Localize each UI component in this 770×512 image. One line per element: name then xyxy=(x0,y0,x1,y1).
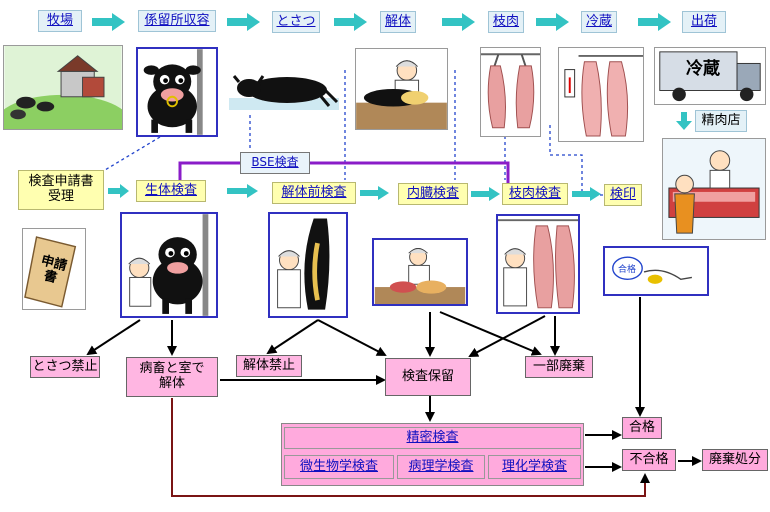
carcass-picture xyxy=(480,47,541,137)
truck-picture: 冷蔵 xyxy=(654,47,766,105)
top-step-refrigerate[interactable]: 冷蔵 xyxy=(581,11,617,33)
arrow-right-icon xyxy=(108,184,129,198)
dismantle-ban-box: 解体禁止 xyxy=(236,355,302,377)
carcass-inspection-picture xyxy=(496,214,580,314)
arrow-right-icon xyxy=(572,187,601,201)
top-step-carcass[interactable]: 枝肉 xyxy=(488,11,524,33)
meat-shop-label: 精肉店 xyxy=(695,110,747,132)
top-step-farm[interactable]: 牧場 xyxy=(38,10,82,32)
return-line xyxy=(171,398,650,497)
arrow-right-icon xyxy=(227,13,260,31)
physicochemical-inspection[interactable]: 理化学検査 xyxy=(488,455,581,479)
truck-label: 冷蔵 xyxy=(686,59,720,80)
top-step-ship[interactable]: 出荷 xyxy=(682,11,726,33)
application-form-picture: 申請書 xyxy=(22,228,86,310)
inspection-stamp[interactable]: 検印 xyxy=(604,184,642,206)
farm-picture xyxy=(3,45,123,130)
top-step-slaughter[interactable]: とさつ xyxy=(272,11,320,33)
top-step-holding[interactable]: 係留所収容 xyxy=(138,10,216,32)
bse-bracket xyxy=(178,161,510,183)
meat-shop-picture xyxy=(662,138,766,240)
application-reception-box: 検査申請書 受理 xyxy=(18,170,104,210)
arrow-down-icon xyxy=(676,112,692,130)
arrow-right-icon xyxy=(227,184,258,198)
organ-inspection-picture xyxy=(372,238,468,306)
arrow-right-icon xyxy=(536,13,569,31)
microbiology-inspection[interactable]: 微生物学検査 xyxy=(284,455,394,479)
disposal-box: 廃棄処分 xyxy=(702,449,768,471)
pre-dismantle-picture xyxy=(268,212,348,318)
partial-disposal-box: 一部廃棄 xyxy=(525,356,593,378)
pass-box: 合格 xyxy=(622,417,662,439)
slaughter-ban-box: とさつ禁止 xyxy=(30,356,100,378)
inspection-carcass[interactable]: 枝肉検査 xyxy=(502,183,568,205)
top-step-dismantle[interactable]: 解体 xyxy=(380,11,416,33)
dismantle-picture xyxy=(355,48,448,130)
holding-cow-picture xyxy=(136,47,218,137)
cold-storage-picture xyxy=(558,47,644,142)
arrow-right-icon xyxy=(334,13,367,31)
inspection-live-animal[interactable]: 生体検査 xyxy=(136,180,206,202)
fail-box: 不合格 xyxy=(622,449,676,471)
stamp-picture: 合格 xyxy=(603,246,709,296)
arrow-right-icon xyxy=(638,13,671,31)
slaughter-picture xyxy=(229,60,339,110)
live-inspection-picture xyxy=(120,212,218,318)
bse-inspection-label[interactable]: BSE検査 xyxy=(240,152,310,174)
inspection-hold-box: 検査保留 xyxy=(385,358,471,396)
detailed-inspection-title[interactable]: 精密検査 xyxy=(284,427,581,449)
pathology-inspection[interactable]: 病理学検査 xyxy=(397,455,485,479)
arrow-right-icon xyxy=(442,13,475,31)
inspection-organs[interactable]: 内臓検査 xyxy=(398,183,468,205)
arrow-right-icon xyxy=(471,187,500,201)
sick-animal-room-box: 病畜と室で 解体 xyxy=(126,357,218,397)
arrow-right-icon xyxy=(92,13,125,31)
arrow-right-icon xyxy=(360,186,389,200)
stamp-text: 合格 xyxy=(617,264,636,275)
inspection-pre-dismantle[interactable]: 解体前検査 xyxy=(272,182,356,204)
